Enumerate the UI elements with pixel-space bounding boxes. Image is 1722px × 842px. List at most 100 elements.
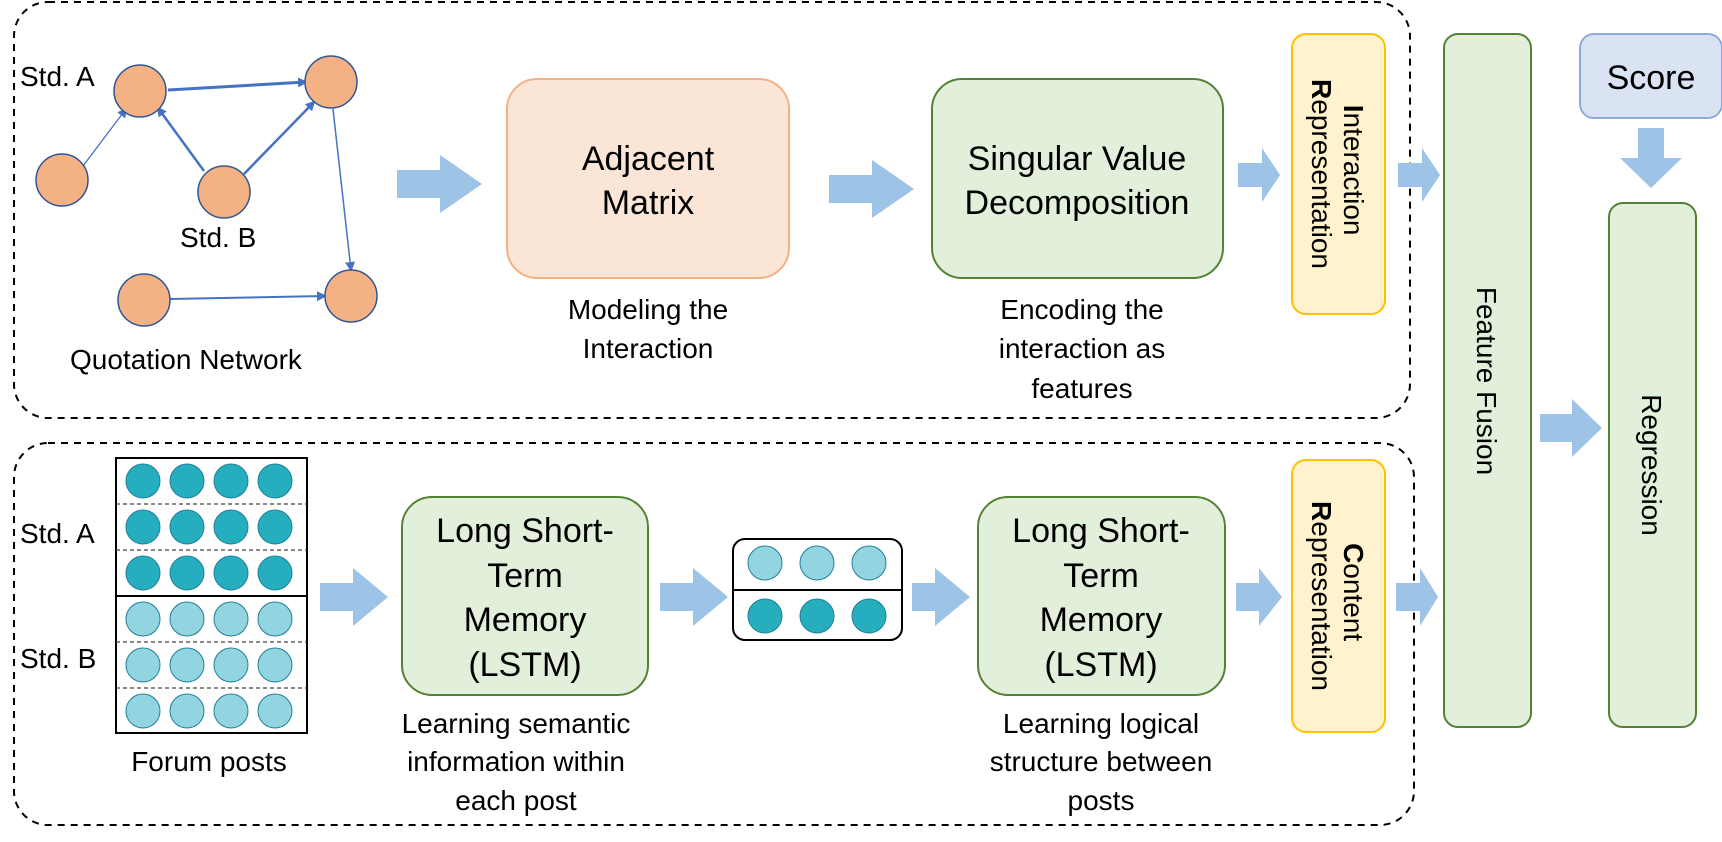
lstm-logical-caption-line-2: structure between [990, 746, 1213, 777]
edge-n5-to-n6 [169, 291, 327, 302]
arrow-matrix-to-svd [829, 160, 914, 218]
std-b-post-dot [213, 601, 249, 637]
std-a-post-dot [257, 463, 293, 499]
std-b-vector-dot [747, 545, 783, 581]
std-a-post-dot [213, 555, 249, 591]
std-b-post-dot [169, 647, 205, 683]
std-a-post-dot [169, 555, 205, 591]
arrow-content-rep-to-fusion [1396, 568, 1438, 626]
forum-posts-grid [115, 457, 308, 734]
representation-initial-top: R [1306, 79, 1337, 99]
feature-fusion-label: Feature Fusion [1471, 287, 1502, 475]
regression-label: Regression [1636, 394, 1667, 536]
std-a-post-dot [169, 463, 205, 499]
lstm-semantic-label-line-2: Term [487, 557, 563, 595]
arrow-lstm-2-to-content-rep [1236, 568, 1282, 626]
post-vectors-box [732, 538, 903, 641]
arrow-forum-to-lstm-1 [320, 568, 388, 626]
arrow-interaction-rep-to-fusion [1398, 148, 1440, 202]
adjacent-matrix-caption-line-1: Modeling the [568, 294, 728, 325]
lstm-semantic-label-line-1: Long Short- [436, 512, 614, 550]
lstm-logical-label-line-4: (LSTM) [1044, 646, 1157, 684]
std-a-vector-dot [851, 598, 887, 634]
std-a-post-dot [125, 509, 161, 545]
std-a-post-dot [257, 509, 293, 545]
std-b-post-dot [169, 601, 205, 637]
adjacent-matrix-label-line-2: Matrix [602, 184, 695, 222]
lstm-logical-box [977, 496, 1226, 696]
feature-fusion-box [1443, 33, 1532, 728]
svd-box [931, 78, 1224, 279]
arrow-network-to-matrix [397, 155, 482, 213]
edge-n4-to-std-a [82, 107, 128, 167]
std-b-post-dot [125, 647, 161, 683]
lstm-logical-caption-line-1: Learning logical [1003, 708, 1199, 739]
quotation-network-nodes [35, 55, 378, 327]
std-b-vector-dot [799, 545, 835, 581]
forum-std-b-label: Std. B [20, 643, 96, 674]
svd-label-line-2: Decomposition [965, 184, 1190, 222]
std-a-post-dot [125, 463, 161, 499]
network-std-b-label: Std. B [180, 222, 256, 253]
edge-std-b-to-std-a [156, 106, 206, 172]
std-a-post-dot [169, 509, 205, 545]
content-initial: C [1338, 543, 1369, 563]
std-b-vector-dot [851, 545, 887, 581]
content-representation-box [1291, 459, 1386, 733]
adjacent-matrix-caption-line-2: Interaction [583, 333, 714, 364]
adjacent-matrix-box [506, 78, 790, 279]
quotation-network-caption: Quotation Network [70, 344, 303, 375]
adjacent-matrix-label-line-1: Adjacent [582, 140, 715, 178]
network-node-4 [35, 153, 89, 207]
score-label: Score [1607, 59, 1696, 97]
std-b-post-dot [257, 601, 293, 637]
std-b-post-dot [213, 647, 249, 683]
score-box [1579, 33, 1722, 119]
quotation-network-edges [82, 77, 356, 302]
network-node-5 [117, 273, 171, 327]
edge-std-b-to-n2 [243, 100, 316, 175]
lstm-semantic-caption-line-1: Learning semantic [402, 708, 631, 739]
lstm-logical-label-line-3: Memory [1040, 601, 1163, 639]
std-a-vector-dot [747, 598, 783, 634]
representation-rest-top: epresentation [1306, 99, 1337, 269]
std-a-post-dot [125, 555, 161, 591]
std-b-post-dot [257, 693, 293, 729]
arrow-score-to-regression [1620, 128, 1682, 188]
content-representation-label: Content Representation [1306, 501, 1369, 691]
std-a-post-dot [213, 463, 249, 499]
lstm-logical-label-line-1: Long Short- [1012, 512, 1190, 550]
interaction-representation-box [1291, 33, 1386, 315]
arrow-svd-to-interaction-rep [1238, 148, 1280, 202]
lstm-logical-caption-line-3: posts [1068, 785, 1135, 816]
representation-initial-bottom: R [1306, 501, 1337, 521]
network-node-std-a [113, 64, 167, 118]
representation-rest-bottom: epresentation [1306, 521, 1337, 691]
std-a-post-dot [213, 509, 249, 545]
lstm-semantic-box [401, 496, 649, 696]
arrow-fusion-to-regression [1540, 399, 1602, 457]
content-section-frame [13, 442, 1415, 826]
std-a-vector-dot [799, 598, 835, 634]
svd-label-line-1: Singular Value [968, 140, 1187, 178]
std-b-post-dot [213, 693, 249, 729]
edge-n2-to-n6 [332, 108, 356, 272]
network-node-6 [324, 269, 378, 323]
post-vector-dots [747, 545, 887, 634]
arrow-lstm-1-to-vectors [660, 568, 728, 626]
std-a-post-dot [257, 555, 293, 591]
network-node-2 [304, 55, 358, 109]
std-b-post-dot [169, 693, 205, 729]
regression-box [1608, 202, 1697, 728]
svd-caption-line-2: interaction as [999, 333, 1166, 364]
svd-caption-line-3: features [1031, 373, 1132, 404]
lstm-logical-label-line-2: Term [1063, 557, 1139, 595]
forum-posts-caption: Forum posts [131, 746, 287, 777]
std-b-post-dot [125, 601, 161, 637]
forum-post-dots [125, 463, 293, 729]
content-rest: ontent [1338, 563, 1369, 641]
network-std-a-label: Std. A [20, 61, 95, 92]
std-b-post-dot [257, 647, 293, 683]
arrow-vectors-to-lstm-2 [912, 568, 970, 626]
